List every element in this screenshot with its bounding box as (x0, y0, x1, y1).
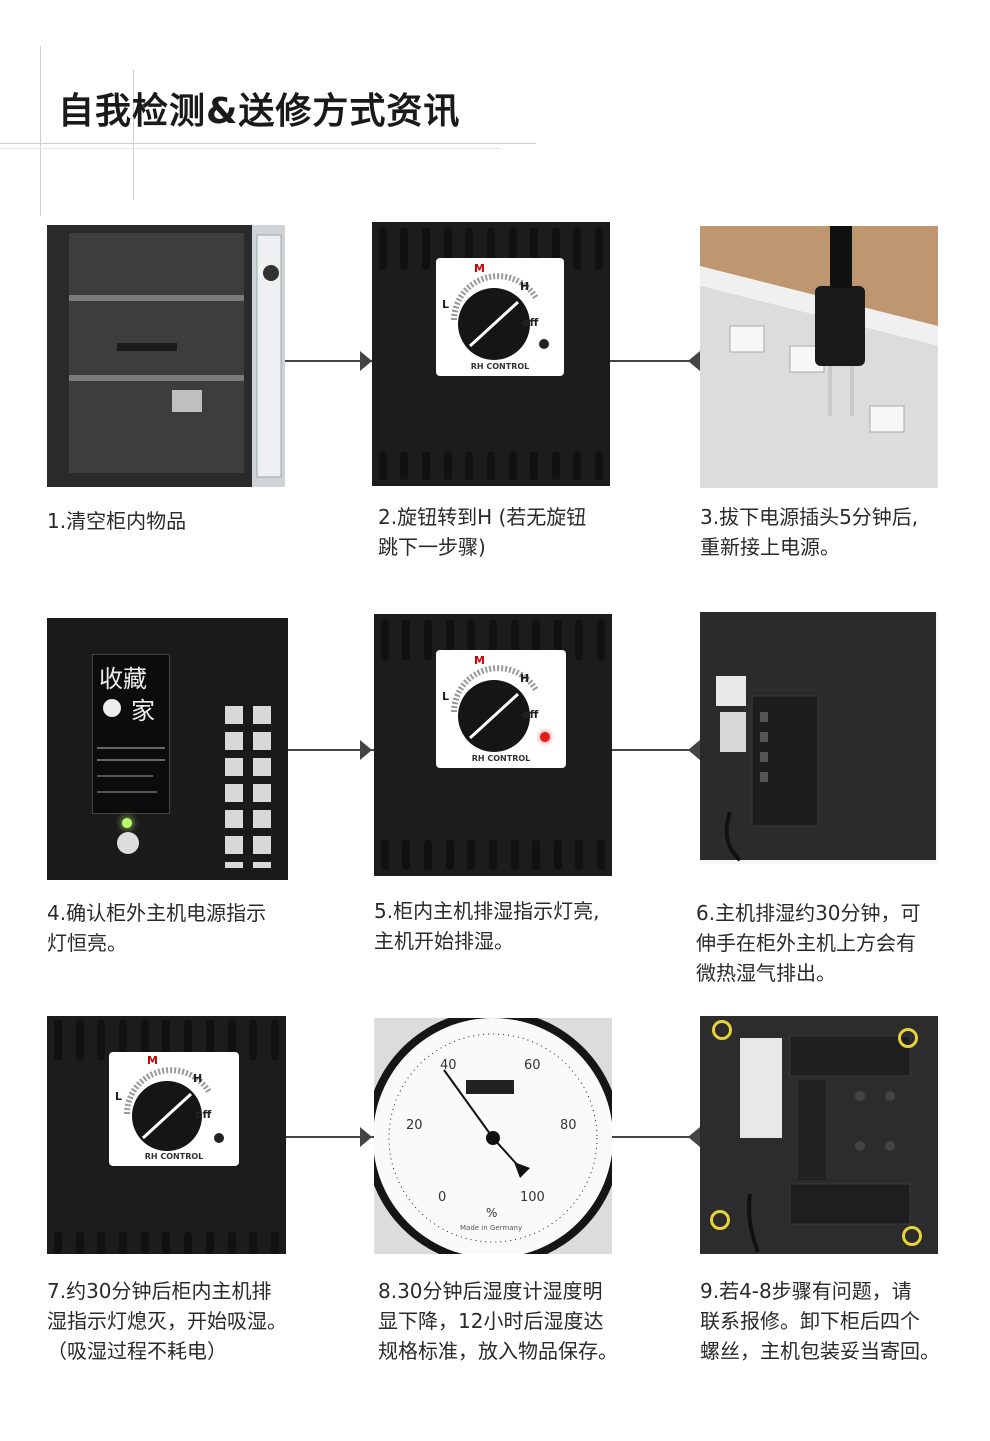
step2-photo-rh-dial: L M H off RH CONTROL (372, 222, 610, 486)
dial-mark-off: off (522, 708, 539, 721)
step8-photo-hygrometer: 0 20 40 60 80 100 % Made in Germany (374, 1018, 612, 1254)
step6-photo-cabinet-back (700, 612, 938, 864)
gauge-tick-80: 80 (560, 1118, 577, 1133)
connector-arrow (688, 1127, 700, 1147)
brand-label-card: 收藏 家 (92, 654, 170, 814)
connector-arrow (360, 1127, 372, 1147)
connector-arrow (360, 351, 372, 371)
rh-control-label: RH CONTROL (144, 1152, 204, 1161)
dial-mark-H: H (193, 1072, 203, 1085)
gauge-made-in: Made in Germany (460, 1224, 523, 1232)
screw-marker (902, 1226, 922, 1246)
brand-name-bottom: 家 (131, 697, 155, 725)
brand-name-top: 收藏 (99, 665, 147, 693)
step9-photo-screws (700, 1016, 938, 1254)
power-indicator-led (122, 818, 132, 828)
connector-arrow (688, 740, 700, 760)
step5-caption: 5.柜内主机排湿指示灯亮, 主机开始排湿。 (374, 899, 600, 953)
gauge-tick-40: 40 (440, 1058, 457, 1073)
step7-caption: 7.约30分钟后柜内主机排 湿指示灯熄灭，开始吸湿。 （吸湿过程不耗电） (47, 1279, 287, 1363)
gauge-tick-60: 60 (524, 1058, 541, 1073)
dial-mark-L: L (442, 298, 450, 311)
dial-mark-L: L (442, 690, 450, 703)
header-deco-line (0, 143, 536, 144)
dial-mark-off: off (522, 316, 539, 329)
header-deco-line (0, 148, 500, 149)
dehumidify-indicator-led (540, 732, 550, 742)
step2-caption: 2.旋钮转到H (若无旋钮 跳下一步骤) (378, 505, 587, 559)
screw-marker (710, 1210, 730, 1230)
gauge-tick-0: 0 (438, 1190, 447, 1205)
screw-marker (712, 1020, 732, 1040)
step4-caption: 4.确认柜外主机电源指示 灯恒亮。 (47, 901, 267, 955)
gauge-tick-100: 100 (520, 1190, 545, 1205)
step6-caption: 6.主机排湿约30分钟，可 伸手在柜外主机上方会有 微热湿气排出。 (696, 901, 921, 985)
step1-caption: 1.清空柜内物品 (47, 509, 187, 533)
connector-arrow (688, 351, 700, 371)
page-title: 自我检测&送修方式资讯 (58, 91, 461, 132)
step4-photo-power-indicator: 收藏 家 (47, 618, 288, 880)
header-deco-line (133, 70, 134, 200)
dial-mark-M: M (474, 262, 485, 275)
dial-panel: L M H off RH CONTROL (436, 650, 566, 768)
step8-caption: 8.30分钟后湿度计湿度明 显下降，12小时后湿度达 规格标准，放入物品保存。 (378, 1279, 618, 1363)
header-deco-line (40, 46, 41, 216)
dial-mark-M: M (147, 1054, 158, 1067)
gauge-tick-20: 20 (406, 1118, 423, 1133)
dial-mark-off: off (195, 1108, 212, 1121)
step1-photo-empty-cabinet (47, 225, 285, 487)
rh-control-label: RH CONTROL (471, 754, 531, 763)
step7-photo-dial-led-off: L M H off RH CONTROL (47, 1016, 286, 1254)
step9-caption: 9.若4-8步骤有问题，请 联系报修。卸下柜后四个 螺丝，主机包装妥当寄回。 (700, 1279, 940, 1363)
gauge-unit: % (486, 1206, 498, 1220)
step3-caption: 3.拔下电源插头5分钟后, 重新接上电源。 (700, 505, 919, 559)
dial-mark-L: L (115, 1090, 123, 1103)
step5-photo-dial-led-on: L M H off RH CONTROL (374, 614, 612, 876)
dial-mark-H: H (520, 280, 530, 293)
connector-arrow (360, 740, 372, 760)
dial-mark-H: H (520, 672, 530, 685)
dial-panel: L M H off RH CONTROL (436, 258, 564, 376)
rh-control-label: RH CONTROL (470, 362, 530, 371)
step3-photo-power-plug (700, 226, 938, 488)
screw-marker (898, 1028, 918, 1048)
dial-panel: L M H off RH CONTROL (109, 1052, 239, 1166)
dial-mark-M: M (474, 654, 485, 667)
